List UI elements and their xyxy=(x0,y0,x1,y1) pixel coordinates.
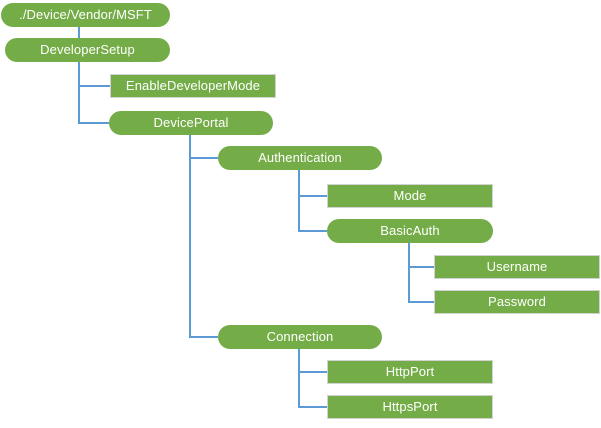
node-root[interactable]: ./Device/Vendor/MSFT xyxy=(1,3,170,27)
node-httpport[interactable]: HttpPort xyxy=(327,360,493,384)
connector-deviceportal-to-auth xyxy=(189,135,218,159)
node-label-mode: Mode xyxy=(393,188,427,203)
node-label-basicauth: BasicAuth xyxy=(380,223,440,238)
node-label-username: Username xyxy=(486,259,548,274)
node-label-deviceportal: DevicePortal xyxy=(153,115,229,130)
connector-connection-to-httpport xyxy=(298,349,327,373)
connector-deviceportal-to-connection xyxy=(189,135,218,338)
node-auth[interactable]: Authentication xyxy=(218,146,382,170)
node-httpsport[interactable]: HttpsPort xyxy=(327,395,493,419)
connector-devsetup-to-deviceportal xyxy=(78,62,109,124)
node-label-httpport: HttpPort xyxy=(385,364,435,379)
connector-basicauth-to-password xyxy=(408,243,434,303)
node-username[interactable]: Username xyxy=(434,255,600,279)
node-basicauth[interactable]: BasicAuth xyxy=(327,219,493,243)
node-label-enabledev: EnableDeveloperMode xyxy=(125,78,261,93)
node-password[interactable]: Password xyxy=(434,290,600,314)
node-connection[interactable]: Connection xyxy=(218,325,382,349)
node-label-connection: Connection xyxy=(266,329,334,344)
node-label-auth: Authentication xyxy=(258,150,342,165)
node-devsetup[interactable]: DeveloperSetup xyxy=(5,38,170,62)
connector-basicauth-to-username xyxy=(408,243,434,268)
node-mode[interactable]: Mode xyxy=(327,184,493,208)
connector-devsetup-to-enabledev xyxy=(78,62,110,87)
connector-auth-to-mode xyxy=(298,170,327,197)
node-label-devsetup: DeveloperSetup xyxy=(40,42,135,57)
node-enabledev[interactable]: EnableDeveloperMode xyxy=(110,74,276,98)
connector-auth-to-basicauth xyxy=(298,170,327,232)
connector-connection-to-httpsport xyxy=(298,349,327,408)
node-label-httpsport: HttpsPort xyxy=(382,399,438,414)
node-label-password: Password xyxy=(488,294,546,309)
node-deviceportal[interactable]: DevicePortal xyxy=(109,111,273,135)
node-label-root: ./Device/Vendor/MSFT xyxy=(19,7,152,22)
